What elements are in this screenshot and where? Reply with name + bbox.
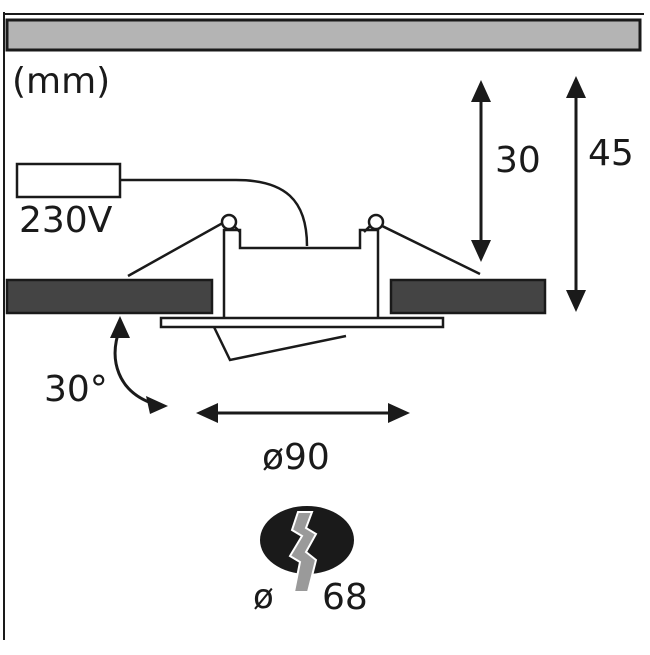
bezel-ring bbox=[159, 316, 445, 329]
tilt-angle-arrow bbox=[110, 316, 168, 414]
power-supply-box bbox=[15, 162, 122, 199]
total-height-label: 45 bbox=[588, 133, 634, 174]
drill-bit-icon bbox=[288, 511, 318, 593]
right-spring-clip bbox=[363, 220, 481, 276]
left-clip-pivot bbox=[220, 213, 238, 231]
power-cable bbox=[120, 178, 309, 247]
voltage-label: 230V bbox=[19, 200, 113, 241]
cutout-diameter-symbol: ø bbox=[253, 577, 274, 617]
tilted-lamp-insert bbox=[212, 326, 347, 362]
ceiling-strip bbox=[5, 18, 642, 52]
outer-diameter-label: ø90 bbox=[262, 437, 330, 478]
cutout-diameter-value: 68 bbox=[322, 577, 368, 618]
fixture-housing bbox=[222, 228, 380, 318]
outer-diameter-arrow bbox=[196, 403, 410, 423]
total-height-arrow bbox=[566, 76, 586, 312]
inner-height-label: 30 bbox=[495, 140, 541, 181]
tilt-angle-label: 30° bbox=[44, 369, 108, 410]
ceiling-panel-left bbox=[5, 278, 214, 315]
unit-label: (mm) bbox=[12, 61, 110, 102]
inner-height-arrow bbox=[471, 80, 491, 262]
right-clip-pivot bbox=[367, 213, 385, 231]
ceiling-panel-right bbox=[389, 278, 547, 315]
